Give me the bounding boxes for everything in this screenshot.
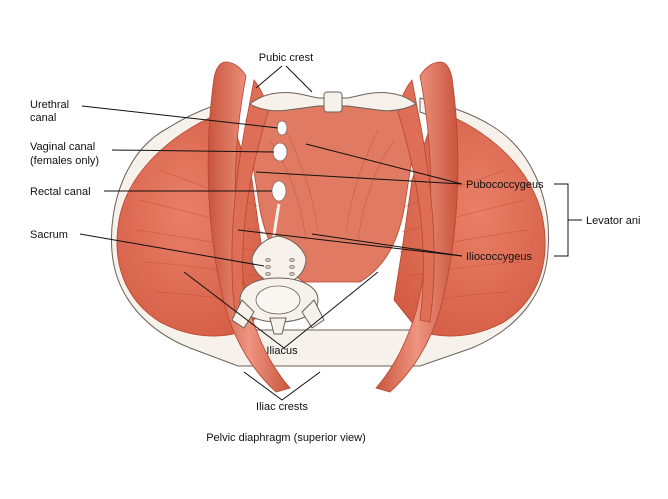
label-iliococcygeus: Iliococcygeus — [466, 251, 533, 263]
spinous-process — [269, 317, 287, 335]
leader-pubic-crest-left — [255, 65, 283, 89]
levator-ani-bracket — [554, 183, 582, 257]
right-iliacus-band — [375, 61, 459, 393]
label-pubococcygeus: Pubococcygeus — [466, 179, 544, 191]
vertebral-body — [255, 285, 301, 315]
label-sacrum: Sacrum — [30, 229, 68, 241]
label-urethral-canal-1: Urethral — [30, 99, 69, 111]
leader-iliococcygeus-b — [311, 233, 463, 257]
vaginal-canal-opening — [272, 142, 288, 162]
sacral-foramina — [265, 258, 295, 276]
label-vaginal-canal-2: (females only) — [30, 155, 99, 167]
leader-iliac-crests-left — [243, 371, 283, 401]
left-iliacus-band — [207, 61, 291, 393]
figure-caption: Pelvic diaphragm (superior view) — [206, 432, 366, 444]
leader-iliacus-right — [283, 271, 379, 349]
urethral-canal-opening — [276, 120, 288, 136]
leader-iliac-crests-right — [281, 371, 321, 401]
leader-urethral-canal — [81, 105, 279, 129]
label-urethral-canal-2: canal — [30, 112, 56, 124]
pubic-symphysis — [323, 91, 343, 113]
leader-pubococcygeus-a — [305, 143, 463, 185]
label-iliacus: Iliacus — [266, 345, 298, 357]
label-iliac-crests: Iliac crests — [256, 401, 308, 413]
leader-vaginal-canal — [111, 149, 275, 153]
leader-lines — [79, 65, 582, 401]
left-transverse-process — [231, 299, 255, 329]
label-rectal-canal: Rectal canal — [30, 186, 91, 198]
label-vaginal-canal-1: Vaginal canal — [30, 141, 95, 153]
leader-sacrum — [79, 233, 265, 267]
right-transverse-process — [301, 299, 325, 329]
rectal-canal-opening — [271, 180, 287, 202]
label-levator-ani: Levator ani — [586, 215, 640, 227]
leader-iliacus-left — [183, 271, 285, 349]
label-pubic-crest: Pubic crest — [259, 52, 313, 64]
leader-pubic-crest-right — [285, 65, 313, 93]
leader-iliococcygeus-a — [237, 229, 463, 257]
leader-pubococcygeus-b — [255, 171, 463, 185]
